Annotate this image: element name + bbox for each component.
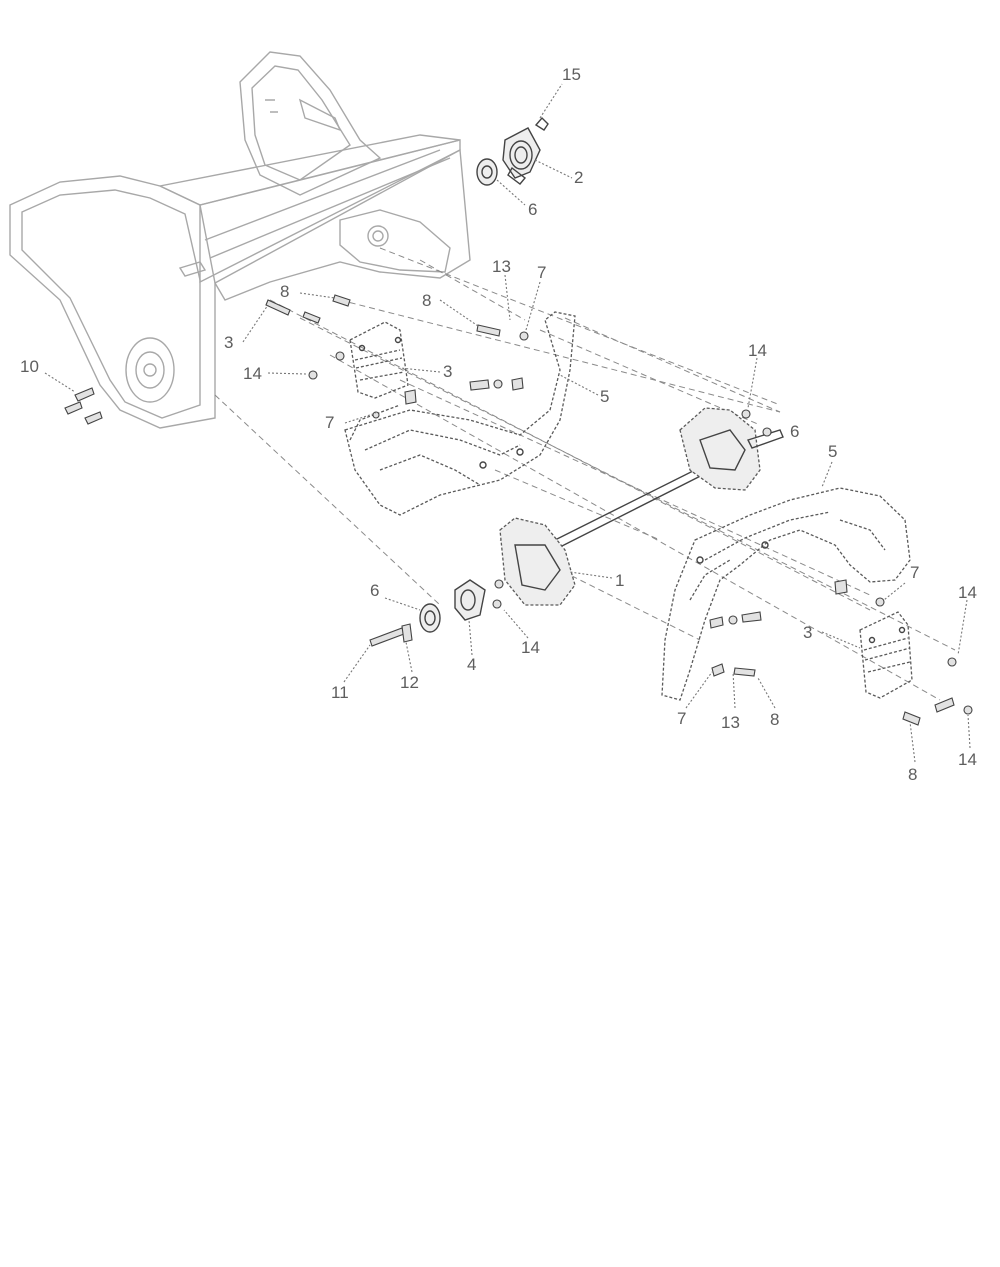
- callout-14-upper-right: 14: [748, 341, 767, 360]
- callout-14-right: 14: [958, 583, 977, 602]
- callout-6-right: 6: [790, 422, 799, 441]
- callout-6-top: 6: [528, 200, 537, 219]
- callout-14-bottom: 14: [521, 638, 540, 657]
- callout-7-top: 7: [537, 263, 546, 282]
- hardware: [64, 294, 973, 726]
- auger-housing: [9, 51, 471, 429]
- callout-11: 11: [331, 683, 349, 702]
- callout-8-upper-left: 8: [280, 282, 289, 301]
- callout-8-lower-right: 8: [908, 765, 917, 784]
- shear-plate-right: [859, 611, 913, 699]
- impeller-shaft: [499, 407, 784, 606]
- callout-10: 10: [20, 357, 39, 376]
- callout-8-bottom: 8: [770, 710, 779, 729]
- callout-3-right: 3: [803, 623, 812, 642]
- bearing-bottom: [419, 579, 486, 633]
- callout-5-left: 5: [600, 387, 609, 406]
- callout-15: 15: [562, 65, 581, 84]
- callout-8-upper-mid: 8: [422, 291, 431, 310]
- callout-3-upper-left: 3: [224, 333, 233, 352]
- callout-1: 1: [615, 571, 624, 590]
- callout-14-lower-right: 14: [958, 750, 977, 769]
- callout-12: 12: [400, 673, 419, 692]
- callout-6-bottom: 6: [370, 581, 379, 600]
- callout-labels: 15 2 6 13 7 8 8 3 10 14 3 5 14 6 7 5 1 6…: [20, 65, 977, 784]
- callout-2: 2: [574, 168, 583, 187]
- callout-3-left: 3: [443, 362, 452, 381]
- callout-14-left: 14: [243, 364, 262, 383]
- alignment-lines: [214, 247, 956, 701]
- callout-7-right: 7: [910, 563, 919, 582]
- callout-7-left: 7: [325, 413, 334, 432]
- bearing-flange-top: [476, 83, 573, 206]
- shear-plate-left: [349, 321, 409, 399]
- callout-leaders: [44, 274, 971, 763]
- auger-left: [344, 311, 576, 516]
- callout-4: 4: [467, 655, 476, 674]
- callout-7-bottom: 7: [677, 709, 686, 728]
- callout-5-right: 5: [828, 442, 837, 461]
- callout-13-bottom: 13: [721, 713, 740, 732]
- callout-13-top: 13: [492, 257, 511, 276]
- auger-right: [661, 487, 911, 701]
